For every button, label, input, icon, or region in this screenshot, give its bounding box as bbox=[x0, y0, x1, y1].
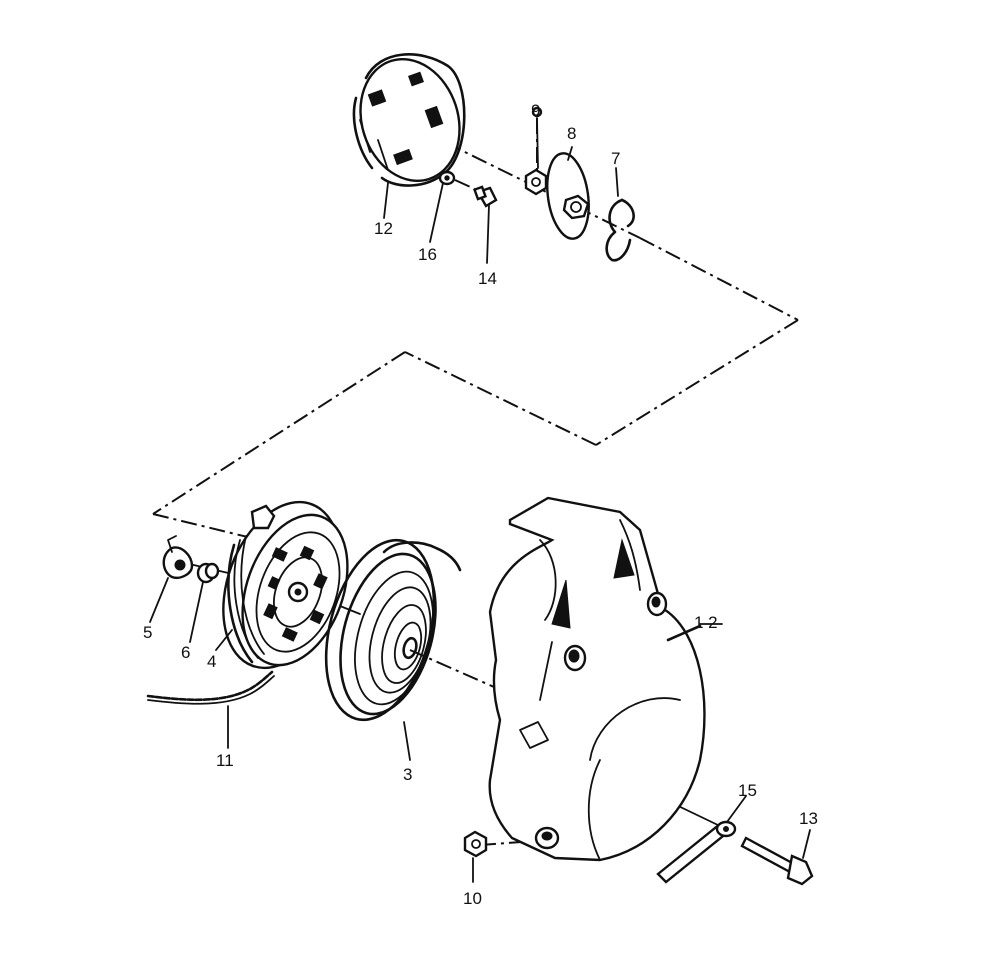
bolt-part-13 bbox=[740, 836, 814, 886]
callout-12-housing: 1 2 bbox=[694, 613, 718, 632]
rope-pulley-part-4 bbox=[222, 500, 349, 670]
callout-10: 10 bbox=[463, 889, 482, 908]
callout-5: 5 bbox=[143, 623, 152, 642]
callout-8: 8 bbox=[567, 124, 576, 143]
callout-6: 6 bbox=[181, 643, 190, 662]
pin-part-6 bbox=[196, 562, 220, 584]
starter-cup-part-12 bbox=[352, 53, 466, 187]
callout-12-cup: 12 bbox=[374, 219, 393, 238]
starter-housing-part-12 bbox=[488, 496, 706, 862]
callout-11: 11 bbox=[216, 751, 234, 770]
nut-part-10 bbox=[463, 830, 488, 858]
nut-part-9 bbox=[524, 106, 548, 196]
pawl-part-5 bbox=[162, 535, 194, 579]
callout-7: 7 bbox=[611, 149, 620, 168]
leader-lines bbox=[149, 117, 811, 883]
ratchet-plate-part-8 bbox=[546, 152, 590, 240]
callout-4: 4 bbox=[207, 652, 216, 671]
handle-and-washer-part-15 bbox=[656, 820, 737, 884]
screw-part-14 bbox=[472, 185, 498, 208]
callout-16: 16 bbox=[418, 245, 437, 264]
recoil-spring-part-3 bbox=[324, 538, 462, 722]
spring-clip-part-7 bbox=[605, 198, 635, 262]
starter-rope-part-11 bbox=[146, 670, 275, 705]
callout-15: 15 bbox=[738, 781, 757, 800]
washer-part-16 bbox=[438, 170, 456, 186]
callout-13: 13 bbox=[799, 809, 818, 828]
callout-9: 9 bbox=[531, 101, 540, 120]
callout-14: 14 bbox=[478, 269, 497, 288]
callout-3: 3 bbox=[403, 765, 412, 784]
callouts: 12 16 14 9 8 7 5 6 4 11 3 1 2 15 13 10 bbox=[143, 101, 818, 908]
